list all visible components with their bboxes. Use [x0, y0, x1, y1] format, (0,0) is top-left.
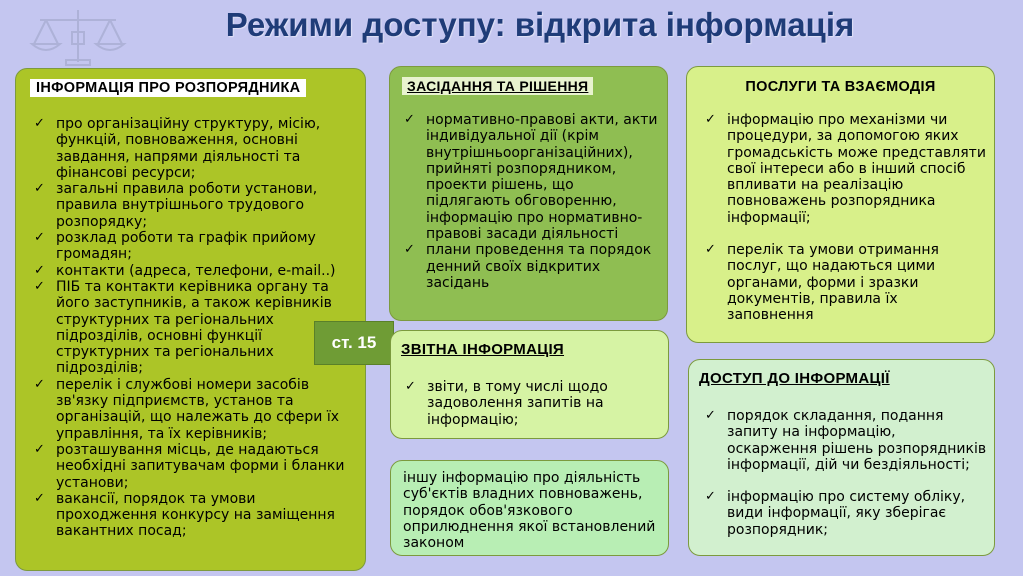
list-item: ✓нормативно-правові акти, акти індивідуа… — [404, 112, 658, 243]
checkmark-icon: ✓ — [705, 408, 716, 423]
list-item: ✓інформацію про механізми чи процедури, … — [705, 112, 986, 226]
list-spacer — [703, 473, 988, 489]
access-panel: ДОСТУП ДО ІНФОРМАЦІЇ ✓порядок складання,… — [688, 359, 995, 556]
meetings-list: ✓нормативно-правові акти, акти індивідуа… — [402, 112, 662, 291]
list-item: ✓загальні правила роботи установи, прави… — [34, 181, 318, 230]
checkmark-icon: ✓ — [705, 242, 716, 258]
manager-info-heading: ІНФОРМАЦІЯ ПРО РОЗПОРЯДНИКА — [30, 79, 307, 97]
checkmark-icon: ✓ — [34, 181, 45, 197]
meetings-heading: ЗАСІДАННЯ ТА РІШЕННЯ — [402, 77, 594, 95]
checkmark-icon: ✓ — [705, 112, 716, 127]
list-spacer — [703, 226, 988, 242]
list-item: ✓про організаційну структуру, місію, фун… — [34, 116, 321, 181]
checkmark-icon: ✓ — [34, 230, 45, 246]
services-heading: ПОСЛУГИ ТА ВЗАЄМОДІЯ — [745, 79, 936, 95]
services-panel: ПОСЛУГИ ТА ВЗАЄМОДІЯ ✓інформацію про мех… — [686, 66, 995, 343]
checkmark-icon: ✓ — [404, 242, 415, 258]
list-item: ✓вакансії, порядок та умови проходження … — [34, 490, 335, 540]
checkmark-icon: ✓ — [34, 116, 45, 131]
checkmark-icon: ✓ — [405, 379, 416, 394]
checkmark-icon: ✓ — [34, 262, 45, 278]
checkmark-icon: ✓ — [34, 376, 45, 392]
services-list: ✓інформацію про механізми чи процедури, … — [703, 112, 988, 324]
list-item: ✓перелік і службові номери засобів зв'яз… — [34, 376, 340, 442]
access-list: ✓порядок складання, подання запиту на ін… — [703, 408, 988, 538]
other-info-text: іншу інформацію про діяльність суб'єктів… — [403, 470, 656, 552]
slide-title: Режими доступу: відкрита інформація — [225, 6, 855, 43]
reports-panel: ЗВІТНА ІНФОРМАЦІЯ ✓звіти, в тому числі щ… — [390, 330, 669, 439]
checkmark-icon: ✓ — [34, 278, 45, 294]
list-item: ✓порядок складання, подання запиту на ін… — [705, 408, 987, 473]
manager-info-panel: ІНФОРМАЦІЯ ПРО РОЗПОРЯДНИКА ✓про організ… — [15, 68, 366, 571]
checkmark-icon: ✓ — [705, 489, 716, 505]
access-heading: ДОСТУП ДО ІНФОРМАЦІЇ — [699, 370, 890, 387]
reports-list: ✓звіти, в тому числі щодо задоволення за… — [403, 379, 658, 428]
scales-of-justice-icon — [29, 10, 127, 66]
manager-info-list: ✓про організаційну структуру, місію, фун… — [32, 116, 357, 540]
list-item: ✓контакти (адреса, телефони, e-mail..) — [34, 262, 336, 279]
page-reference-badge: ст. 15 — [314, 321, 394, 365]
list-item: ✓ПІБ та контакти керівника органу та йог… — [34, 278, 332, 377]
reports-heading: ЗВІТНА ІНФОРМАЦІЯ — [401, 341, 565, 358]
checkmark-icon: ✓ — [404, 112, 415, 127]
meetings-panel: ЗАСІДАННЯ ТА РІШЕННЯ ✓нормативно-правові… — [389, 66, 668, 321]
list-item: ✓інформацію про систему обліку, види інф… — [705, 489, 966, 538]
list-item: ✓розташування місць, де надаються необхі… — [34, 441, 345, 491]
list-item: ✓розклад роботи та графік прийому громад… — [34, 230, 316, 263]
checkmark-icon: ✓ — [34, 441, 45, 457]
other-info-panel: іншу інформацію про діяльність суб'єктів… — [390, 460, 669, 556]
list-item: ✓звіти, в тому числі щодо задоволення за… — [405, 379, 608, 428]
list-item: ✓перелік та умови отримання послуг, що н… — [705, 242, 939, 324]
list-item: ✓плани проведення та порядок денний свої… — [404, 242, 652, 291]
checkmark-icon: ✓ — [34, 490, 45, 506]
